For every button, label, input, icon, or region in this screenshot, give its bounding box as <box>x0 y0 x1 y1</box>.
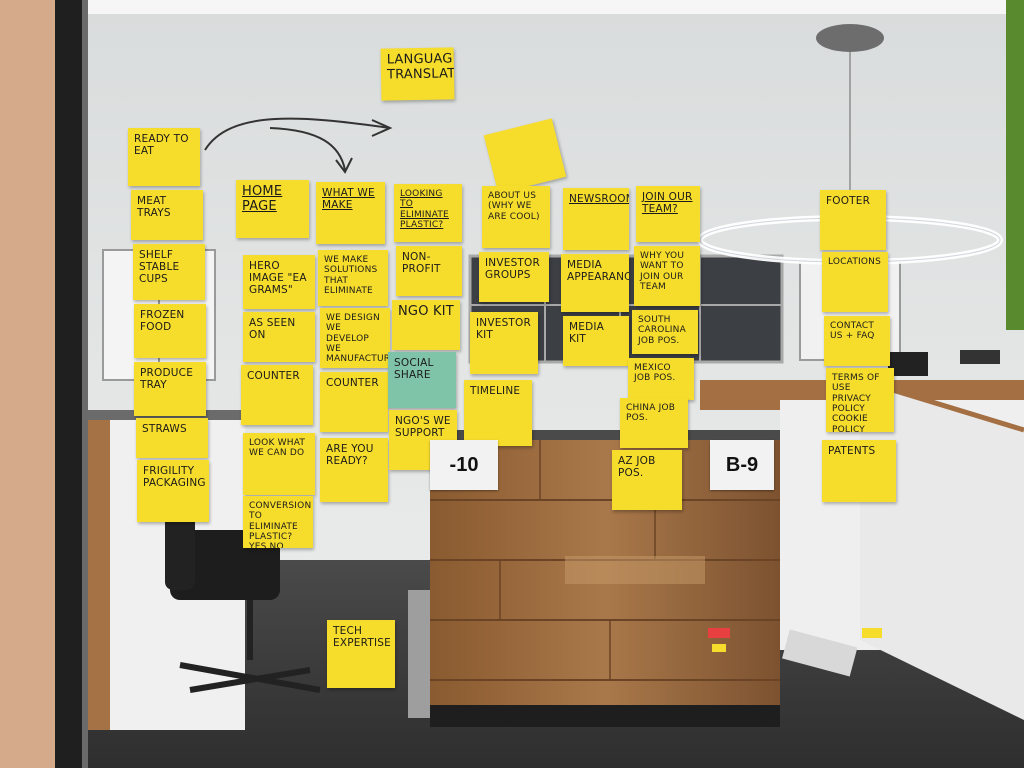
note-text: WE DESIGN WE DEVELOP WE MANUFACTURE <box>326 313 390 365</box>
note-text: PRODUCE TRAY <box>140 367 194 392</box>
sticky-note-media-appearance: MEDIA APPEARANCE <box>561 254 629 312</box>
sticky-note-newsroom: NEWSROOM <box>563 188 629 250</box>
sticky-note-straws: STRAWS <box>136 418 208 458</box>
note-text: LOOKING TO ELIMINATE PLASTIC? <box>400 189 449 231</box>
sticky-note-ngo-kit: NGO KIT <box>392 300 460 350</box>
note-text: TECH EXPERTISE <box>333 625 391 650</box>
note-text: ABOUT US (Why we are cool) <box>488 191 540 222</box>
sticky-note-what-we-make: WHAT WE MAKE <box>316 182 385 244</box>
note-text: HERO IMAGE "EA grams" <box>249 260 307 297</box>
sticky-note-frigility-packaging: FRIGILITY PACKAGING <box>137 460 209 522</box>
note-text: NEWSROOM <box>569 193 629 205</box>
note-text: WHY YOU WANT TO JOIN OUR TEAM <box>640 251 685 293</box>
note-text: Terms of use Privacy Policy Cookie Polic… <box>832 373 880 432</box>
note-text: Shelf stable CUPS <box>139 249 180 286</box>
sticky-note-contact-us-faq: CONTACT US + FAQ <box>824 316 890 366</box>
desk-label-text: -10 <box>449 453 479 476</box>
sticky-note-az-job: AZ JOB POS. <box>612 450 682 510</box>
sticky-note-tech-expertise: TECH EXPERTISE <box>327 620 395 688</box>
sticky-note-frozen-food: FROZEN FOOD <box>134 304 206 358</box>
note-text: INVESTOR KIT <box>476 317 532 342</box>
note-text: ARE YOU READY? <box>326 443 374 468</box>
note-text: SOCIAL SHARE <box>394 357 434 382</box>
sticky-note-investor-kit: INVESTOR KIT <box>470 312 538 374</box>
sticky-note-ready-to-eat: READY TO EAT <box>128 128 200 186</box>
note-text: COUNTER <box>247 370 300 382</box>
note-text: LOOK WHAT WE CAN DO <box>249 438 306 459</box>
sticky-note-we-make-solutions: WE MAKE SOLUTIONS THAT ELIMINATE <box>318 250 388 306</box>
sticky-note-produce-tray: PRODUCE TRAY <box>134 362 206 416</box>
sticky-note-social-share: SOCIAL SHARE <box>388 352 456 408</box>
note-text: TIMELINE <box>470 385 521 397</box>
sticky-note-are-you-ready: ARE YOU READY? <box>320 438 388 502</box>
sticky-note-join-our-team: JOIN OUR TEAM? <box>636 186 700 242</box>
sticky-note-conversion-plastic: CONVERSION TO ELIMINATE PLASTIC? YES NO <box>243 496 313 548</box>
note-text: JOIN OUR TEAM? <box>642 191 693 216</box>
desk-label-text: B-9 <box>725 453 759 476</box>
note-text: AS SEEN ON <box>249 317 296 342</box>
sticky-note-locations: LOCATIONS <box>822 252 888 312</box>
note-text: CHINA JOB POS. <box>626 403 676 424</box>
note-text: COUNTER <box>326 377 379 389</box>
sticky-note-we-design: WE DESIGN WE DEVELOP WE MANUFACTURE <box>320 308 390 368</box>
sticky-note-mexico-job: MEXICO JOB POS. <box>628 358 694 400</box>
note-text: MEDIA KIT <box>569 321 605 346</box>
desk-label-b9: B-9 <box>710 440 774 490</box>
note-text: STRAWS <box>142 423 187 435</box>
sticky-note-timeline: TIMELINE <box>464 380 532 446</box>
note-text: FOOTER <box>826 195 871 207</box>
note-text: WE MAKE SOLUTIONS THAT ELIMINATE <box>324 255 378 297</box>
note-text: CONVERSION TO ELIMINATE PLASTIC? YES NO <box>249 501 312 548</box>
note-text: MEXICO JOB POS. <box>634 363 676 384</box>
sticky-note-why-join: WHY YOU WANT TO JOIN OUR TEAM <box>634 246 700 306</box>
sticky-note-looking-to-eliminate: LOOKING TO ELIMINATE PLASTIC? <box>394 184 462 242</box>
note-text: NGO KIT <box>398 304 454 319</box>
note-text: CONTACT US + FAQ <box>830 321 875 342</box>
note-text: LOCATIONS <box>828 257 882 267</box>
sticky-note-media-kit: MEDIA KIT <box>563 316 629 366</box>
note-text: PATENTS <box>828 445 876 457</box>
sticky-note-home-page: HOME PAGE <box>236 180 309 238</box>
desk-label-b10: -10 <box>430 440 498 490</box>
sticky-note-terms-privacy: Terms of use Privacy Policy Cookie Polic… <box>826 368 894 432</box>
note-text: INVESTOR GROUPS <box>485 257 541 282</box>
sticky-note-footer: FOOTER <box>820 190 886 250</box>
note-text: WHAT WE MAKE <box>322 187 375 212</box>
note-text: FROZEN FOOD <box>140 309 185 334</box>
sticky-note-meat-trays: MEAT TRAYS <box>131 190 203 240</box>
sticky-note-as-seen-on: AS SEEN ON <box>243 312 315 362</box>
note-text: NGO'S WE SUPPORT <box>395 415 451 440</box>
sticky-note-look-what-we-can-do: LOOK WHAT WE CAN DO <box>243 433 315 495</box>
note-text: MEDIA APPEARANCE <box>567 259 629 284</box>
note-text: READY TO EAT <box>134 133 189 158</box>
note-text: SOUTH CAROLINA JOB POS. <box>638 315 686 346</box>
sticky-note-counter-1: COUNTER <box>241 365 313 425</box>
sticky-note-patents: PATENTS <box>822 440 896 502</box>
sticky-note-non-profit: NON-PROFIT <box>396 246 462 296</box>
note-text: NON-PROFIT <box>402 251 441 276</box>
sticky-note-south-carolina-job: SOUTH CAROLINA JOB POS. <box>632 310 698 354</box>
note-text: HOME PAGE <box>242 184 283 214</box>
sticky-note-china-job: CHINA JOB POS. <box>620 398 688 448</box>
sticky-note-counter-2: COUNTER <box>320 372 388 432</box>
sticky-note-about-us: ABOUT US (Why we are cool) <box>482 186 550 248</box>
sticky-note-ngos-we-support: NGO'S WE SUPPORT <box>389 410 457 470</box>
sticky-note-hero-image: HERO IMAGE "EA grams" <box>243 255 315 309</box>
note-text: LANGUAGE TRANSLATION <box>386 51 455 83</box>
note-text: AZ JOB POS. <box>618 455 656 480</box>
sticky-note-language-translation: LANGUAGE TRANSLATION <box>380 47 455 101</box>
sticky-note-shelf-stable-cups: Shelf stable CUPS <box>133 244 205 300</box>
sticky-note-investor-groups: INVESTOR GROUPS <box>479 252 549 302</box>
note-text: FRIGILITY PACKAGING <box>143 465 206 490</box>
note-text: MEAT TRAYS <box>137 195 171 220</box>
